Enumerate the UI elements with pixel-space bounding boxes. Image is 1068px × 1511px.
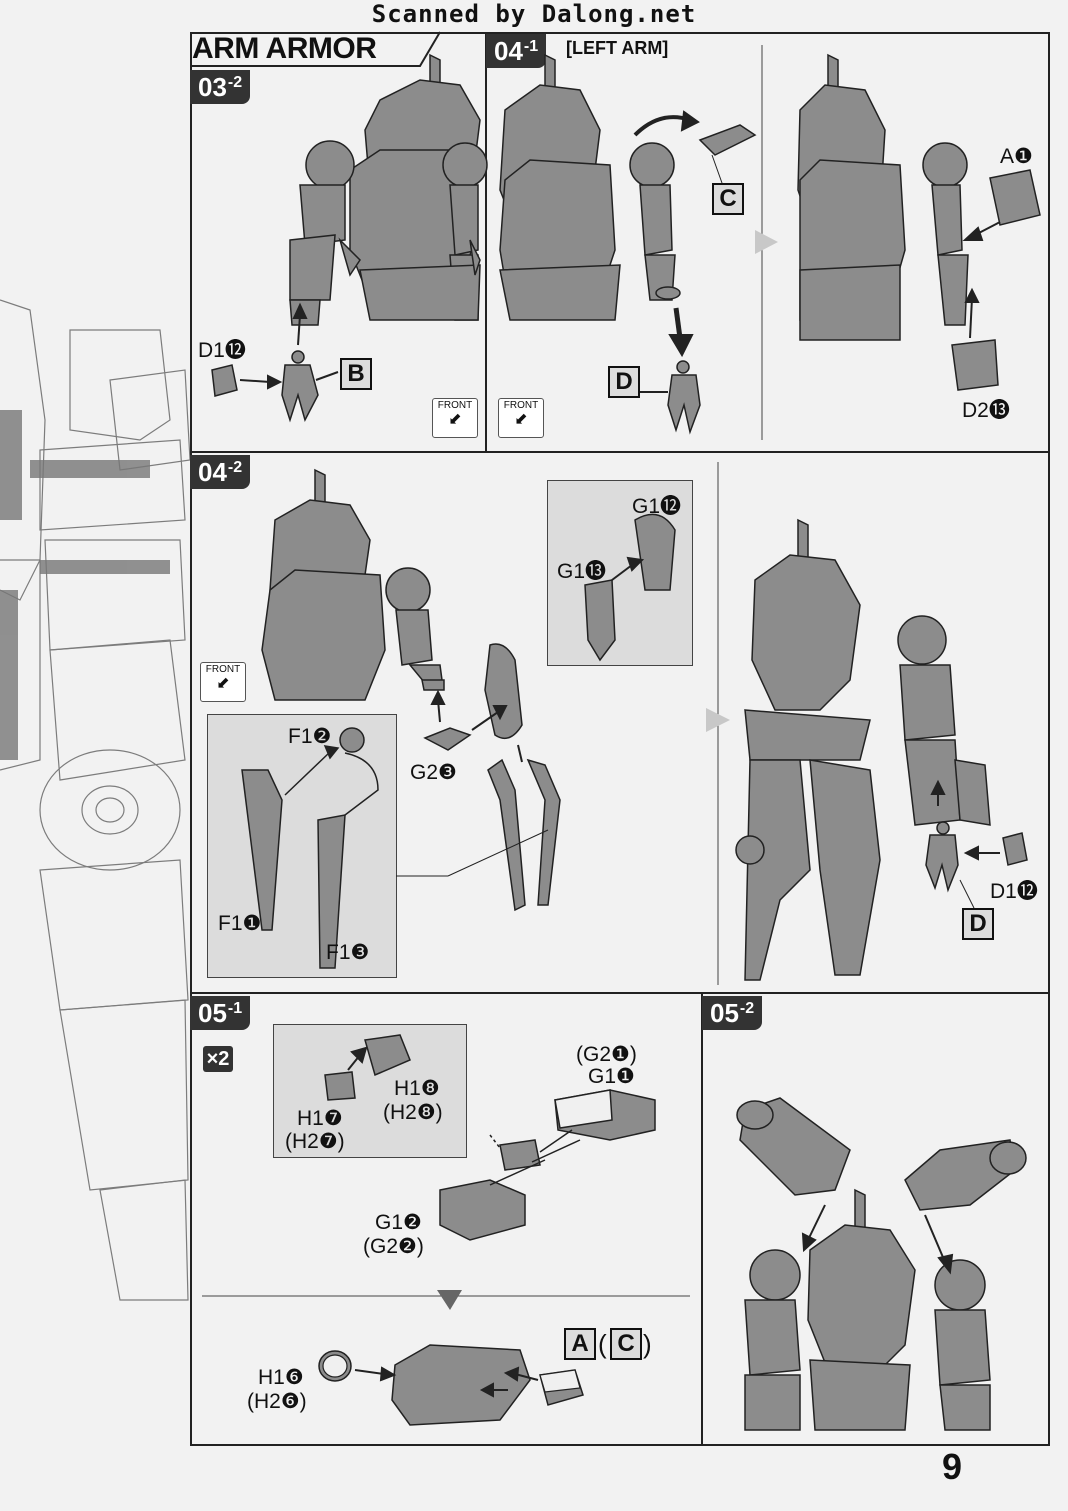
part-label-h2-8: (H2❽) bbox=[383, 1101, 443, 1124]
step-04-1-subtitle: [LEFT ARM] bbox=[566, 38, 669, 58]
part-label-b: B bbox=[340, 358, 372, 390]
part-label-g2-3: G2❸ bbox=[410, 761, 457, 784]
page-number: 9 bbox=[942, 1446, 963, 1487]
part-label-c-box: C bbox=[610, 1328, 642, 1360]
part-label-g2-2: (G2❷) bbox=[363, 1235, 424, 1258]
part-label-g2-1: (G2❶) bbox=[576, 1043, 637, 1066]
part-label-a-box: A bbox=[564, 1328, 596, 1360]
part-label-h1-6: H1❻ bbox=[258, 1366, 304, 1389]
step-03-2-badge: 03-2 bbox=[190, 70, 251, 104]
front-direction-indicator: FRONT⬋ bbox=[200, 662, 246, 702]
part-label-c: C bbox=[712, 183, 744, 215]
front-direction-indicator: FRONT⬋ bbox=[432, 398, 478, 438]
part-label-h1-7: H1❼ bbox=[297, 1107, 343, 1130]
step-04-1-badge: 04-1 bbox=[486, 34, 547, 68]
part-label-a1: A❶ bbox=[1000, 145, 1033, 168]
instruction-frame bbox=[190, 32, 1050, 1446]
inset-f1-subassembly bbox=[207, 714, 397, 978]
paren-close: ) bbox=[643, 1329, 652, 1359]
part-label-g1-13: G1⓭ bbox=[557, 560, 607, 583]
part-label-d-b: D bbox=[962, 908, 994, 940]
step-05-2-badge: 05-2 bbox=[702, 996, 763, 1030]
part-label-h2-7: (H2❼) bbox=[285, 1130, 345, 1153]
part-label-f1-3: F1❸ bbox=[326, 941, 370, 964]
front-direction-indicator: FRONT⬋ bbox=[498, 398, 544, 438]
part-label-h2-6: (H2❻) bbox=[247, 1390, 307, 1413]
part-label-d: D bbox=[608, 366, 640, 398]
part-label-g1-12: G1⓬ bbox=[632, 495, 682, 518]
step-04-2-badge: 04-2 bbox=[190, 455, 251, 489]
part-label-g1-1: G1❶ bbox=[588, 1065, 635, 1088]
part-label-g1-2: G1❷ bbox=[375, 1211, 422, 1234]
part-label-f1-1: F1❶ bbox=[218, 912, 262, 935]
paren-open: ( bbox=[598, 1329, 607, 1359]
section-title: ARM ARMOR bbox=[192, 32, 377, 65]
part-label-h1-8: H1❽ bbox=[394, 1077, 440, 1100]
quantity-multiplier-badge: ×2 bbox=[203, 1046, 233, 1072]
part-label-d1-12-b: D1⓬ bbox=[990, 880, 1038, 903]
part-label-f1-2: F1❷ bbox=[288, 725, 332, 748]
part-label-d2-13: D2⓭ bbox=[962, 399, 1010, 422]
step-05-1-badge: 05-1 bbox=[190, 996, 251, 1030]
watermark: Scanned by Dalong.net bbox=[371, 0, 697, 28]
part-label-d1-12: D1⓬ bbox=[198, 339, 246, 362]
